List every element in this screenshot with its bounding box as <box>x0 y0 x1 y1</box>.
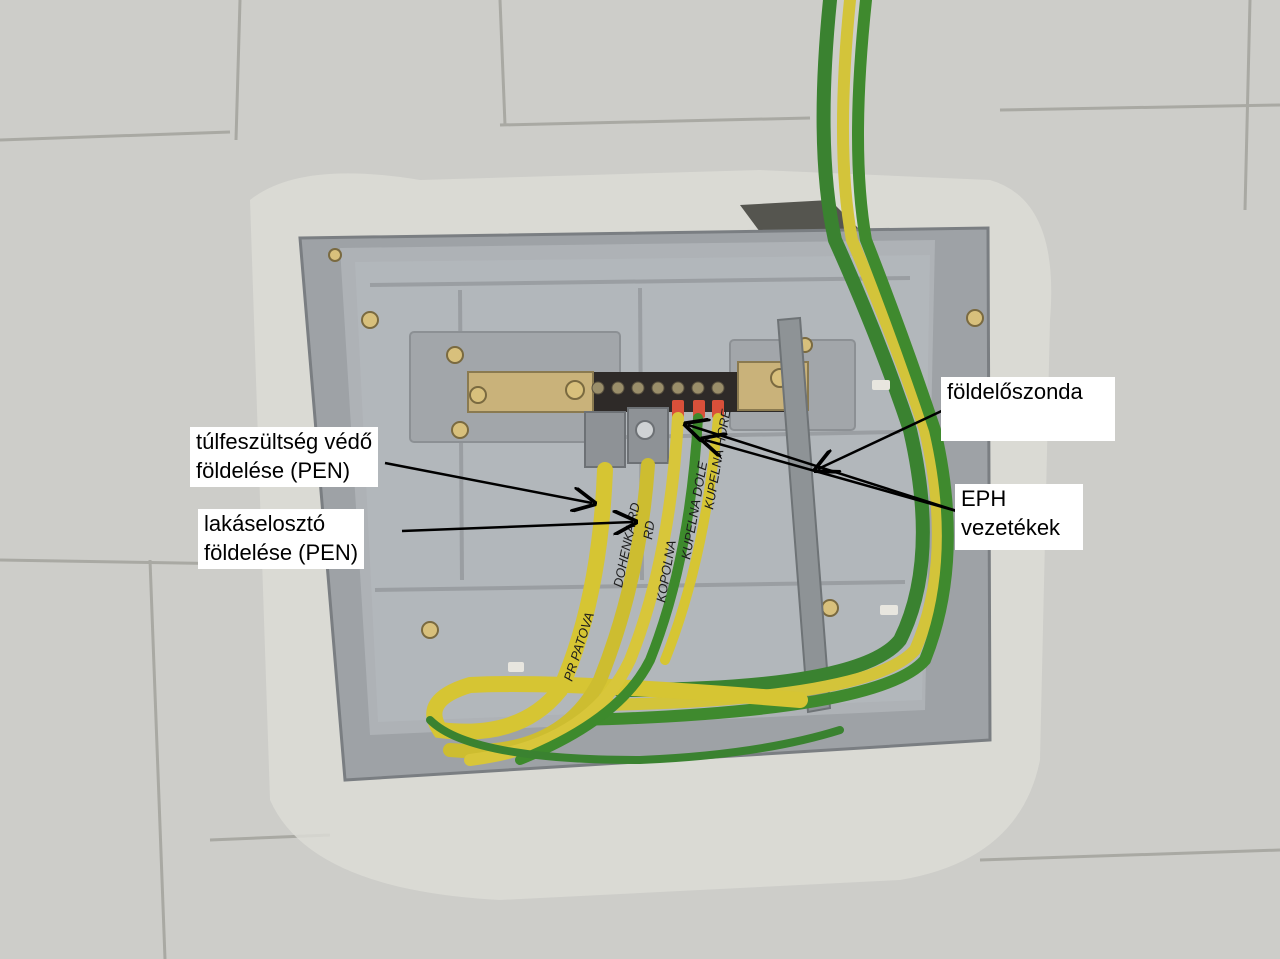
label-apartment-board-grounding: lakáselosztó földelése (PEN) <box>198 509 365 569</box>
label-line: lakáselosztó <box>204 511 326 536</box>
label-line: földelése (PEN) <box>204 540 359 565</box>
wire-marking-3: RD <box>640 520 657 541</box>
label-line: földelése (PEN) <box>196 458 351 483</box>
label-line: EPH <box>961 486 1007 511</box>
label-line: túlfeszültség védő <box>196 429 373 454</box>
busbar-screws <box>591 381 725 395</box>
cable-ties <box>508 380 898 672</box>
terminal-block-2 <box>627 407 669 464</box>
label-line: földelőszonda <box>947 379 1083 404</box>
label-line: vezetékek <box>961 515 1061 540</box>
terminal-block-1 <box>584 411 626 468</box>
label-surge-protector-grounding: túlfeszültség védő földelése (PEN) <box>190 427 379 487</box>
box-screws <box>328 248 984 639</box>
label-ground-probe: földelőszonda <box>941 377 1115 441</box>
grounding-probe-rod <box>776 316 832 714</box>
label-eph-wires: EPH vezetékek <box>955 484 1083 550</box>
